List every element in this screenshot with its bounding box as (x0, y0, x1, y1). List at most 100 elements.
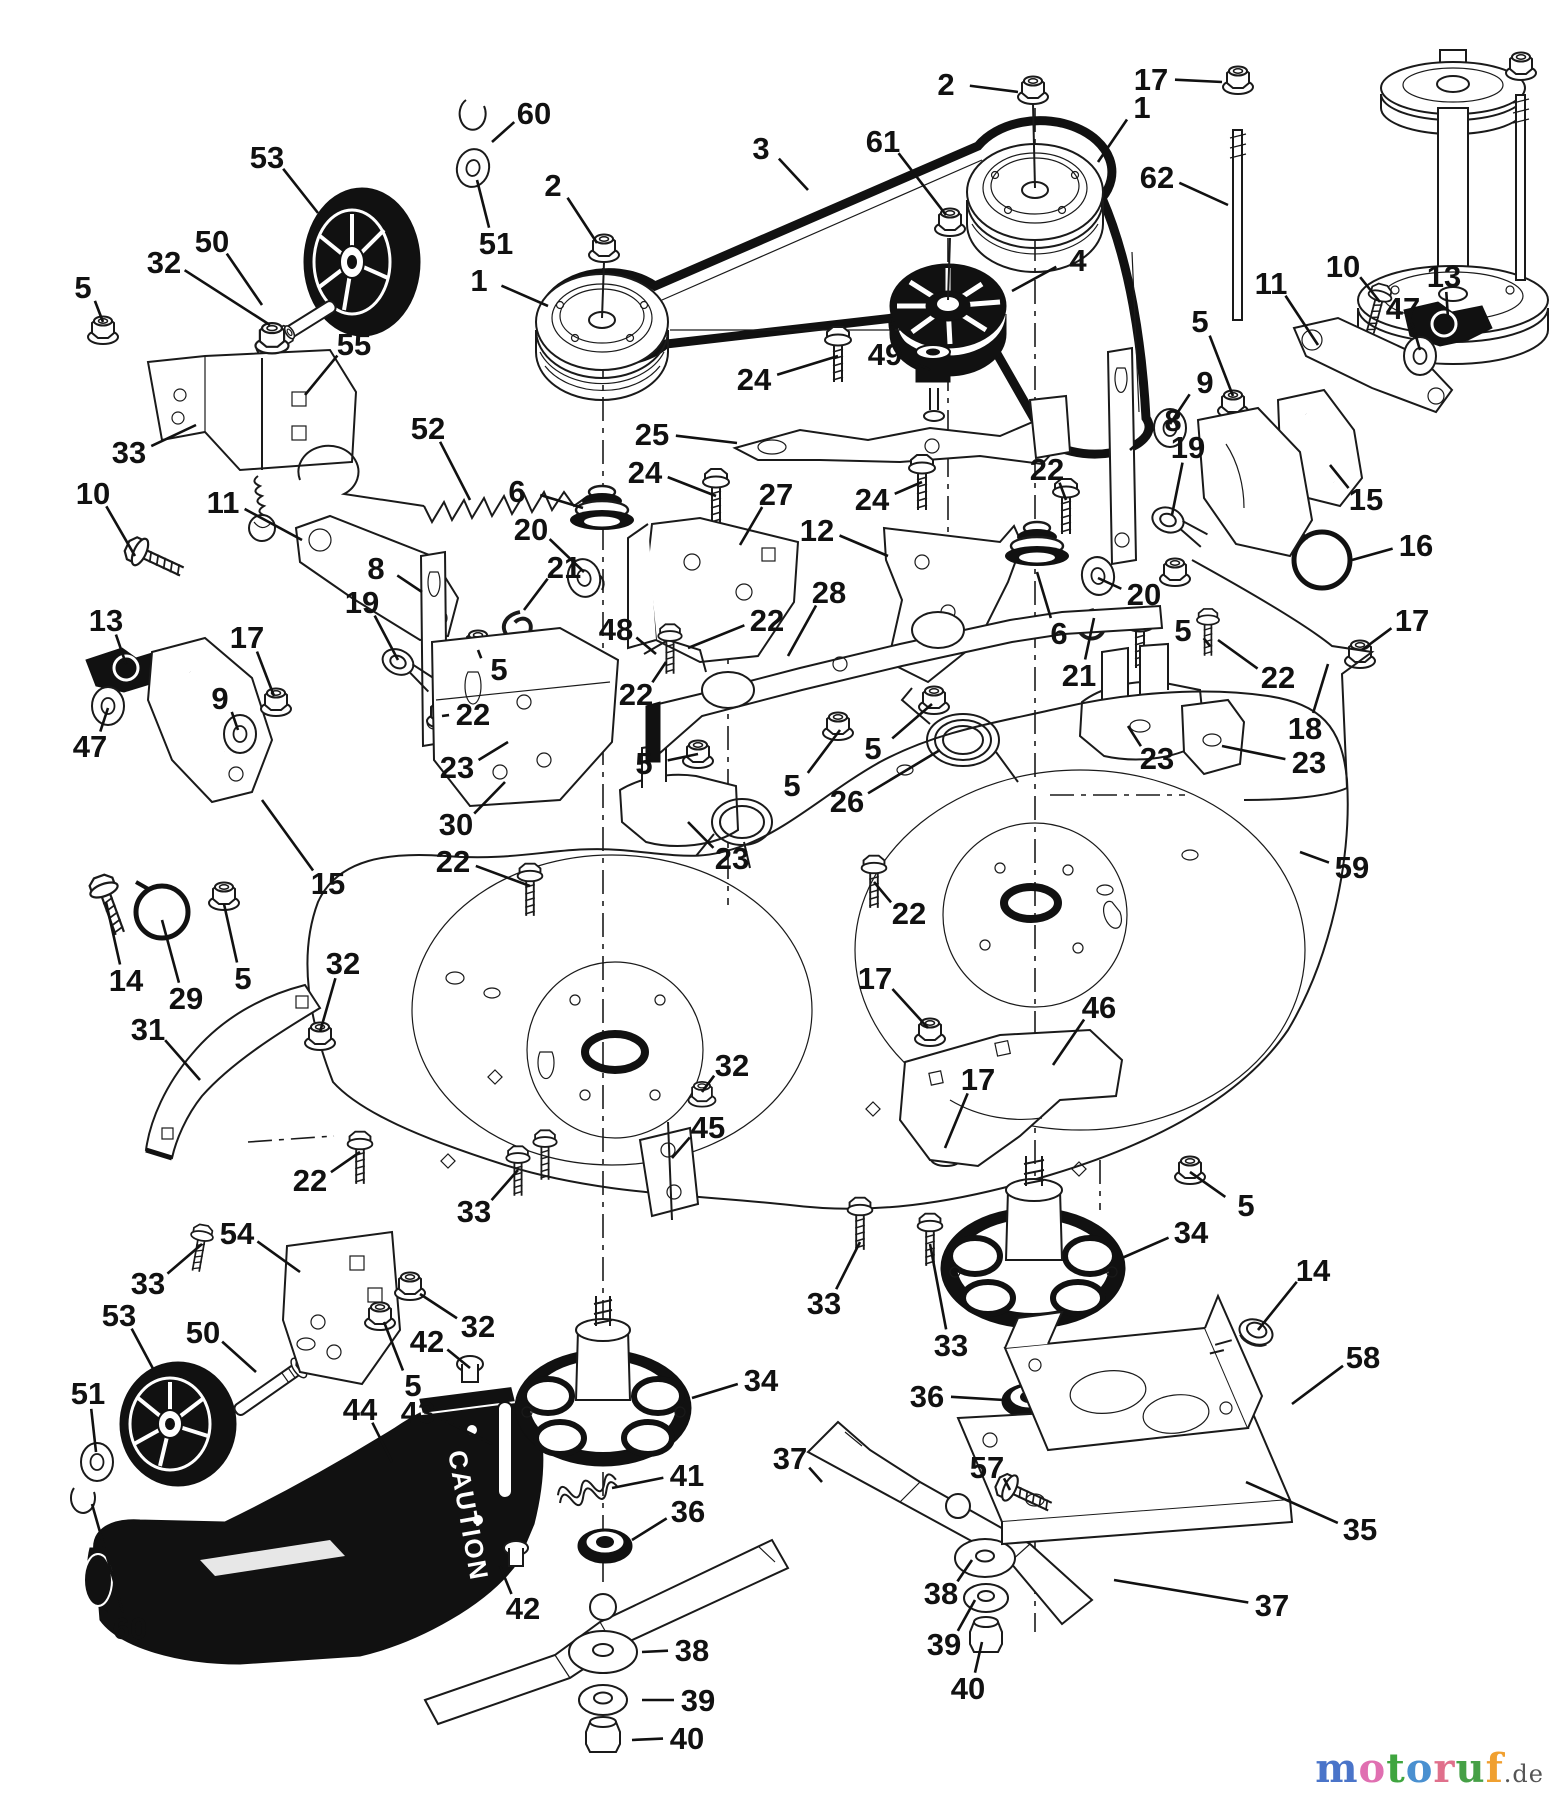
callout-leader (808, 1466, 823, 1483)
callout-label: 23 (1140, 741, 1174, 776)
callout-label: 12 (800, 513, 834, 548)
retaining-ring-60-top (458, 99, 487, 131)
callout-label: 17 (1395, 603, 1429, 638)
brake-bracket-18 (1191, 559, 1375, 801)
callout-leader (651, 661, 668, 684)
discharge-chute: CAUTION (83, 1384, 544, 1665)
cap-nut-14-right (1209, 1318, 1274, 1355)
bushing-42-a (456, 1355, 484, 1383)
callout-leader (786, 604, 818, 657)
callout-label: 48 (599, 612, 633, 647)
callout-label: 1 (1133, 90, 1150, 125)
callout-leader (1126, 725, 1142, 747)
flange-nut-17-deck-a (914, 1017, 946, 1047)
wear-strip-31 (144, 983, 322, 1161)
callout-leader (548, 538, 585, 573)
flange-nut-32-deck-mid (687, 1080, 717, 1108)
callout-leader (1444, 291, 1450, 319)
callout-leader (244, 507, 303, 542)
callout-label: 2 (544, 168, 561, 203)
callout-leader (439, 1417, 493, 1446)
mulch-plate-58 (1003, 1293, 1264, 1452)
callout-label: 19 (1171, 430, 1205, 465)
callout-label: 5 (234, 961, 251, 996)
callout-leader (943, 1092, 969, 1149)
roller-spacer-49 (915, 344, 951, 422)
callout-leader (371, 1422, 394, 1463)
callout-leader (928, 1243, 948, 1330)
mower-deck-housing (306, 690, 1349, 1210)
lift-arm-11-left (294, 514, 460, 642)
blade-spring-41 (556, 1473, 619, 1507)
callout-leader (477, 740, 509, 762)
callout-label: 16 (1399, 528, 1433, 563)
callout-label: 22 (456, 697, 490, 732)
torsion-spring-26-left (695, 798, 773, 869)
callout-label: 5 (1237, 1188, 1254, 1223)
callout-label: 32 (147, 245, 181, 280)
baffle-23-right-b (1180, 698, 1246, 776)
watermark-letter: t (1386, 1745, 1406, 1792)
callout-label: 5 (783, 768, 800, 803)
callout-label: 41 (670, 1458, 704, 1493)
callout-label: 31 (131, 1012, 165, 1047)
callout-leader (500, 284, 549, 308)
callout-label: 11 (1255, 266, 1288, 301)
callout-leader (1097, 576, 1122, 590)
callout-label: 33 (457, 1194, 491, 1229)
callout-label: 55 (337, 327, 371, 362)
callout-label: 20 (1127, 577, 1161, 612)
callout-leader (671, 1136, 691, 1159)
callout-label: 60 (517, 96, 551, 131)
screw-33-e (184, 1222, 216, 1274)
bracket-30 (430, 626, 620, 808)
callout-label: 51 (71, 1376, 105, 1411)
callout-label: 32 (461, 1309, 495, 1344)
callout-label: 34 (1174, 1215, 1209, 1250)
bolt-5-right (1196, 608, 1220, 657)
bracket-54 (281, 1230, 402, 1386)
flange-nut-61 (934, 207, 966, 237)
callout-leader (973, 1641, 984, 1673)
spindle-pulley-left (535, 261, 669, 401)
callout-leader (1410, 322, 1422, 351)
callout-leader (635, 636, 657, 655)
callout-label: 43 (401, 1395, 435, 1430)
callout-leader (230, 711, 240, 731)
callout-label: 22 (293, 1163, 327, 1198)
bearing-36-left (577, 1528, 633, 1564)
callout-label: 5 (864, 731, 881, 766)
callout-leader (260, 799, 315, 872)
callout-leader (907, 358, 931, 372)
callout-label: 4 (1069, 243, 1087, 278)
callout-leader (104, 901, 122, 965)
cam-plate-15-left (146, 636, 274, 804)
callout-leader (667, 475, 717, 498)
callout-label: 17 (230, 620, 264, 655)
callout-label: 47 (1386, 291, 1420, 326)
callout-label: 52 (411, 411, 445, 446)
gauge-wheel-top (303, 187, 421, 337)
callout-leader (1221, 744, 1286, 761)
callout-leader (1011, 265, 1057, 293)
callout-label: 49 (868, 337, 902, 372)
callout-leader (150, 423, 197, 448)
callout-label: 37 (1255, 1588, 1289, 1623)
shoulder-bolt-19-right (1151, 506, 1208, 548)
callout-leader (1311, 663, 1330, 714)
callout-label: 60 (113, 1611, 147, 1646)
bolt-10-left (119, 531, 190, 586)
callout-leader (490, 1169, 519, 1201)
callout-label: 22 (750, 603, 784, 638)
blade-nut-40-left (585, 1716, 621, 1753)
callout-label: 58 (1346, 1340, 1380, 1375)
callout-label: 33 (131, 1266, 165, 1301)
callout-label: 57 (970, 1450, 1004, 1485)
callout-label: 40 (670, 1721, 704, 1756)
callout-label: 50 (186, 1315, 220, 1350)
callout-label: 32 (715, 1048, 749, 1083)
callout-leader (438, 441, 472, 501)
callout-leader (441, 713, 450, 718)
